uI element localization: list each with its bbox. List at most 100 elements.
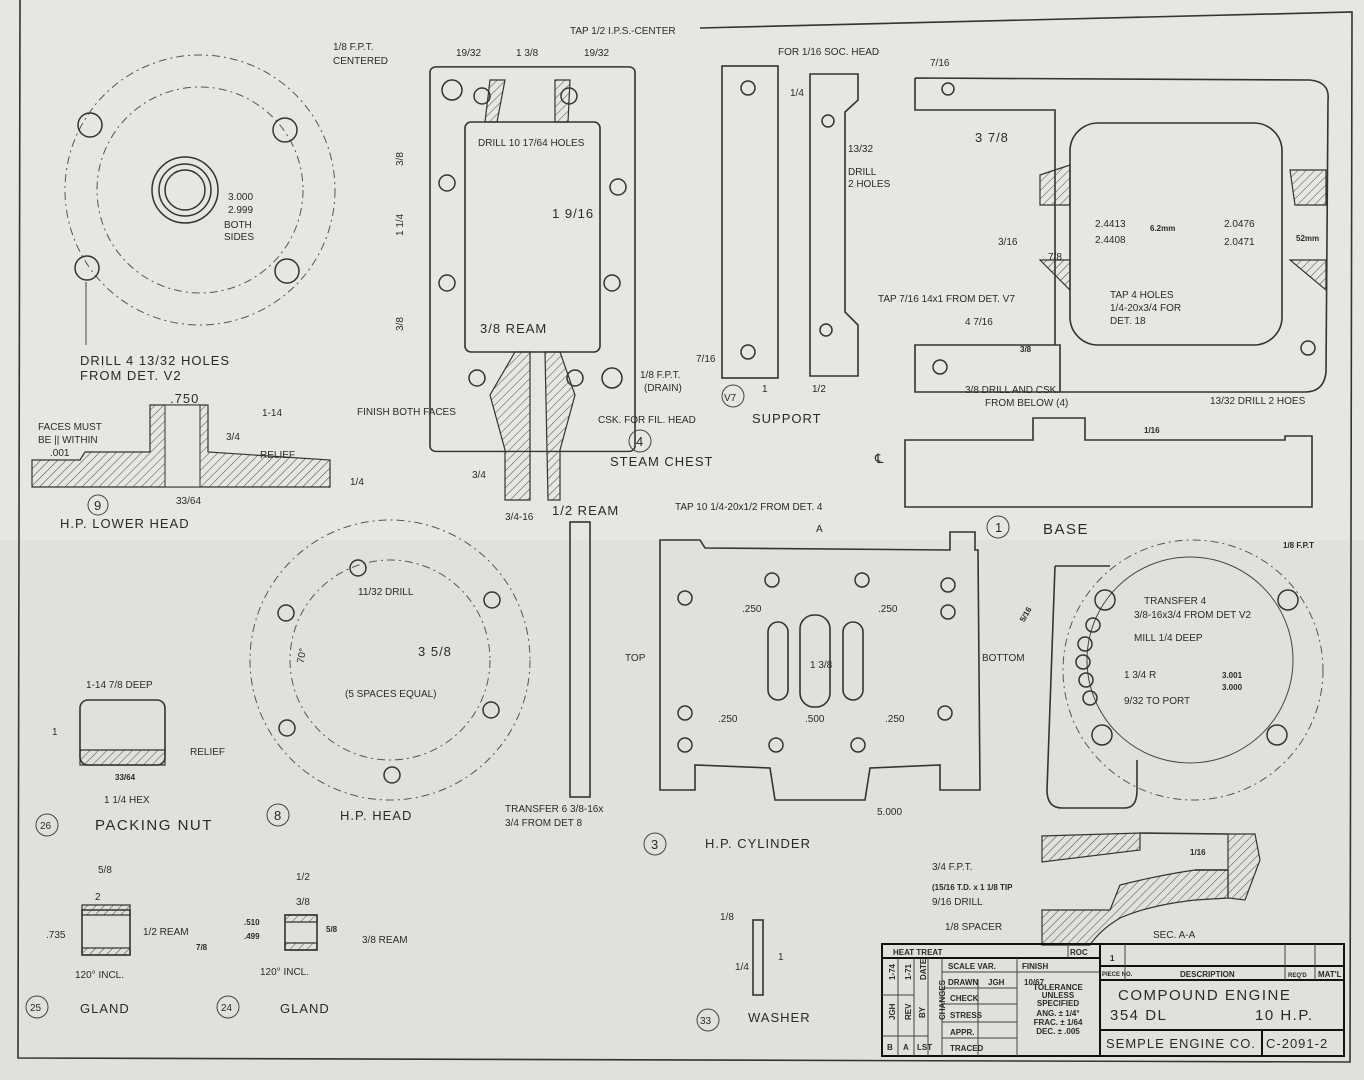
bottom-label: BOTTOM — [982, 653, 1025, 664]
fpt-note: 3/4 F.P.T. — [932, 862, 972, 873]
dim-3-8: 3/8 — [1020, 345, 1032, 354]
transfer-note-2: 3/8-16x3/4 FROM DET V2 — [1134, 610, 1252, 621]
incl-note: 120° INCL. — [75, 970, 124, 981]
support-detail: FOR 1/16 SOC. HEAD 13/32 DRILL 2 HOLES 1… — [696, 47, 891, 426]
port-face-detail: 1/8 F.P.T TRANSFER 4 3/8-16x3/4 FROM DET… — [1018, 539, 1324, 809]
appr-label: APPR. — [950, 1028, 974, 1037]
detail-title: H.P. LOWER HEAD — [60, 516, 190, 531]
drawing-number: C-2091-2 — [1266, 1036, 1328, 1051]
detail-number: 1 — [995, 520, 1003, 535]
detail-number: 25 — [30, 1003, 42, 1014]
fpt-note: 1/8 F.P.T. — [333, 42, 373, 53]
sides-label: SIDES — [224, 232, 254, 243]
dim-3-4: 3/4 — [226, 432, 240, 443]
rev-lst: LST — [917, 1043, 932, 1052]
rev-date-1: 1-74 — [888, 963, 897, 980]
both-label: BOTH — [224, 220, 252, 231]
dim-7-16: 7/16 — [696, 354, 716, 365]
reqd-label: REQ'D — [1288, 973, 1307, 979]
tap4-note-3: DET. 18 — [1110, 316, 1146, 327]
packing-nut-detail: 1-14 7/8 DEEP 1 RELIEF 33/64 1 1/4 HEX 2… — [35, 680, 225, 837]
by-col-label: BY — [918, 1006, 927, 1018]
radius-label: 1 3/4 R — [1124, 670, 1156, 681]
dim-1-8: 1/8 — [720, 912, 734, 923]
dim-7-8: 7/8 — [196, 943, 208, 952]
drain-fpt: 1/8 F.P.T. — [640, 370, 680, 381]
ream-note: 3/8 REAM — [362, 935, 408, 946]
section-aa-detail: 1/16 3/4 F.P.T. (15/16 T.D. x 1 1/8 TIP … — [932, 832, 1261, 946]
thread-label: 1-14 — [262, 408, 282, 419]
base-detail: 7/16 3 7/8 2.4413 2.4408 6.2mm 2.0476 2.… — [874, 58, 1329, 539]
drill-label: DRILL — [848, 167, 877, 178]
dim-1-2: 1/2 — [296, 872, 310, 883]
drill-count: 2 HOLES — [848, 179, 891, 190]
relief-label: RELIEF — [190, 747, 225, 758]
dim-33-64: 33/64 — [115, 773, 136, 782]
dim-500: .500 — [805, 714, 825, 725]
dim-5-8: 5/8 — [326, 925, 338, 934]
detail-title: PACKING NUT — [95, 817, 213, 834]
bore-min: 3.000 — [1222, 683, 1243, 692]
transfer-note-1: TRANSFER 6 3/8-16x — [505, 804, 603, 815]
roc-label: ROC — [1070, 948, 1088, 957]
spaces-note: (5 SPACES EQUAL) — [345, 689, 437, 700]
drill-note: DRILL 10 17/64 HOLES — [478, 138, 585, 149]
tolerance-line: UNLESS — [1042, 991, 1075, 1000]
dim-250-top-right: .250 — [878, 604, 898, 615]
dim-33-64: 33/64 — [176, 496, 201, 507]
bore-mm: 6.2mm — [1150, 224, 1175, 233]
tolerance-line: ANG. ± 1/4° — [1036, 1009, 1079, 1018]
stress-label: STRESS — [950, 1011, 983, 1020]
dim-7-16: 7/16 — [930, 58, 950, 69]
tap-v7-note: TAP 7/16 14x1 FROM DET. V7 — [878, 294, 1015, 305]
lower-head-plate-view: 3.000 2.999 BOTH SIDES DRILL 4 13/32 HOL… — [64, 54, 336, 383]
bore2-min: 2.0471 — [1224, 237, 1255, 248]
detail-title: STEAM CHEST — [610, 454, 713, 469]
dim-5000: 5.000 — [877, 807, 902, 818]
washer-detail: 1/8 1/4 1 33 WASHER — [696, 912, 810, 1032]
dim-1-2: 1/2 — [812, 384, 826, 395]
gland-25-detail: 5/8 2 1/2 REAM .735 7/8 120° INCL. 25 GL… — [25, 865, 208, 1019]
drawn-by: JGH — [988, 978, 1005, 987]
hex-dim: 1 1/4 HEX — [104, 795, 150, 806]
tolerance-line: FRAC. ± 1/64 — [1034, 1018, 1083, 1027]
company-name: SEMPLE ENGINE CO. — [1106, 1036, 1256, 1051]
dia-735: .735 — [46, 930, 66, 941]
tolerance-line: SPECIFIED — [1037, 999, 1079, 1008]
dim-v-3-8-top: 3/8 — [395, 152, 406, 166]
hp-head-detail: 11/32 DRILL 70° 3 5/8 (5 SPACES EQUAL) 8… — [249, 519, 531, 827]
faces-note-1: FACES MUST — [38, 422, 102, 433]
flatness-tol: .001 — [50, 448, 70, 459]
dim-2: 2 — [95, 892, 101, 903]
dia-510: .510 — [244, 918, 260, 927]
angle-label: 70° — [296, 647, 309, 664]
detail-title: SUPPORT — [752, 411, 822, 426]
paper-fold-shade — [0, 540, 1364, 1080]
drawing-name: COMPOUND ENGINE — [1118, 987, 1291, 1004]
drill-from-note: FROM DET. V2 — [80, 368, 182, 383]
drawn-label: DRAWN — [948, 978, 978, 987]
bore2-mm: 52mm — [1296, 234, 1319, 243]
horsepower: 10 H.P. — [1255, 1007, 1314, 1024]
matl-label: MAT'L — [1318, 970, 1342, 979]
transfer-note-1: TRANSFER 4 — [1144, 596, 1207, 607]
drawn-date: 10/67 — [1024, 978, 1045, 987]
tolerance-line: TOLERANCE — [1033, 983, 1083, 992]
dim-3-4: 3/4 — [472, 470, 486, 481]
detail-title: GLAND — [80, 1001, 130, 1016]
detail-number: 24 — [221, 1003, 233, 1014]
dim-250-top-left: .250 — [742, 604, 762, 615]
bore-max: 2.4413 — [1095, 219, 1126, 230]
rev-by: JGH — [888, 1003, 897, 1020]
dim-1-4: 1/4 — [790, 88, 804, 99]
detail-title: SEC. A-A — [1153, 930, 1196, 941]
detail-number: 33 — [700, 1016, 712, 1027]
detail-number: 8 — [274, 808, 282, 823]
piece-qty: 1 — [1110, 954, 1115, 963]
dim-1: 1 — [762, 384, 768, 395]
incl-note: 120° INCL. — [260, 967, 309, 978]
bore2-max: 2.0476 — [1224, 219, 1255, 230]
scale-label: SCALE VAR. — [948, 962, 996, 971]
tap4-note-1: TAP 4 HOLES — [1110, 290, 1174, 301]
